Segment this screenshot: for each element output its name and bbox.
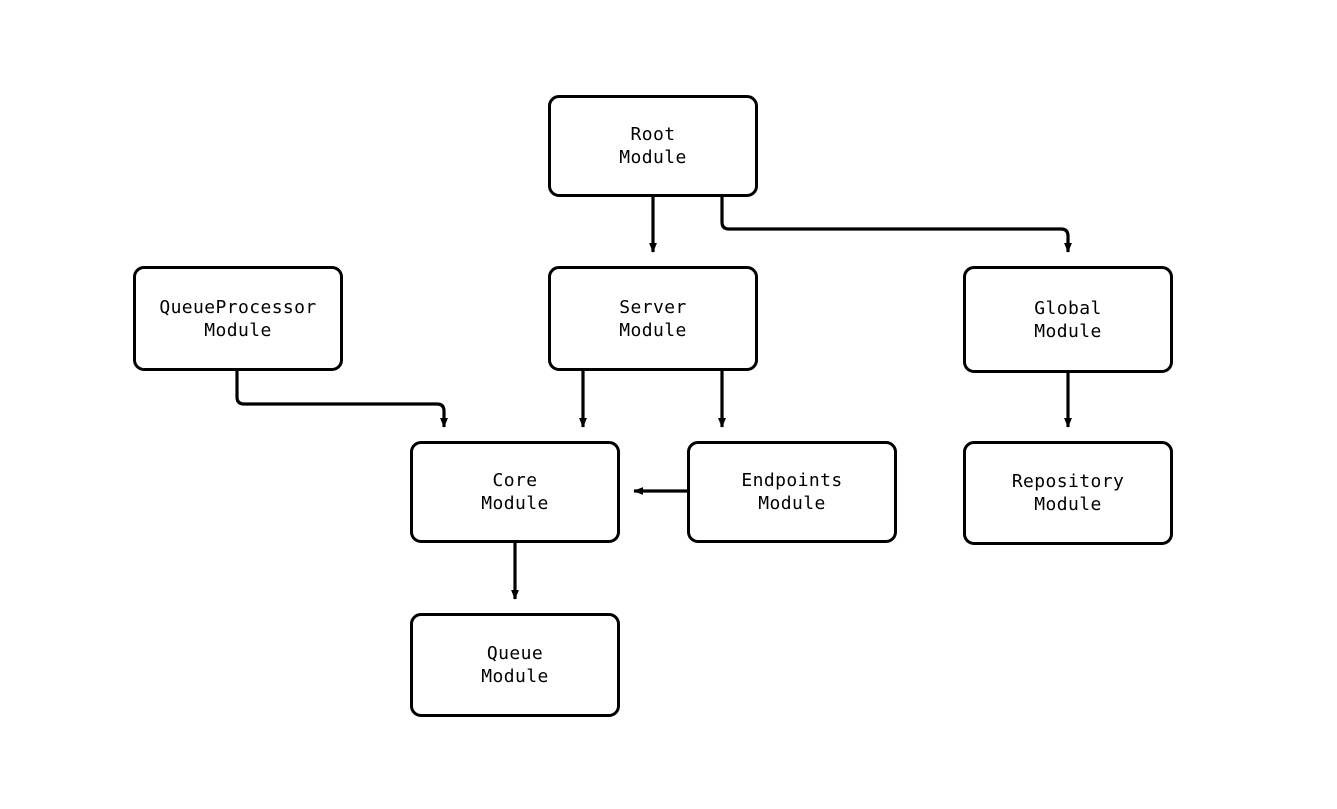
node-repository-module[interactable]: Repository Module [963,441,1173,545]
node-queueprocessor-module-line1: QueueProcessor [159,296,317,318]
node-endpoints-module[interactable]: Endpoints Module [687,441,897,543]
edge-queueprocessor-to-core [235,371,448,428]
node-queue-module-line1: Queue [486,643,544,664]
node-core-module[interactable]: Core Module [410,441,620,543]
node-queueprocessor-module-line2: Module [204,319,272,341]
node-root-module[interactable]: Root Module [548,95,758,197]
node-repository-module-line2: Module [1034,494,1102,515]
node-global-module[interactable]: Global Module [963,266,1173,373]
node-queue-module-line2: Module [481,666,549,687]
node-queueprocessor-module[interactable]: QueueProcessor Module [133,266,343,371]
node-server-module-line1: Server [619,296,687,318]
node-endpoints-module-line1: Endpoints [741,470,843,491]
node-global-module-line1: Global [1034,297,1102,319]
node-core-module-line1: Core [492,470,538,491]
edge-root-to-global [720,197,1072,253]
node-repository-module-line1: Repository [1011,471,1125,492]
node-queue-module[interactable]: Queue Module [410,613,620,717]
node-core-module-line2: Module [481,493,549,514]
node-root-module-line2: Module [619,147,687,168]
node-server-module-line2: Module [619,319,687,341]
node-root-module-line1: Root [630,124,676,145]
node-endpoints-module-line2: Module [758,493,826,514]
node-server-module[interactable]: Server Module [548,266,758,371]
node-global-module-line2: Module [1034,320,1102,342]
